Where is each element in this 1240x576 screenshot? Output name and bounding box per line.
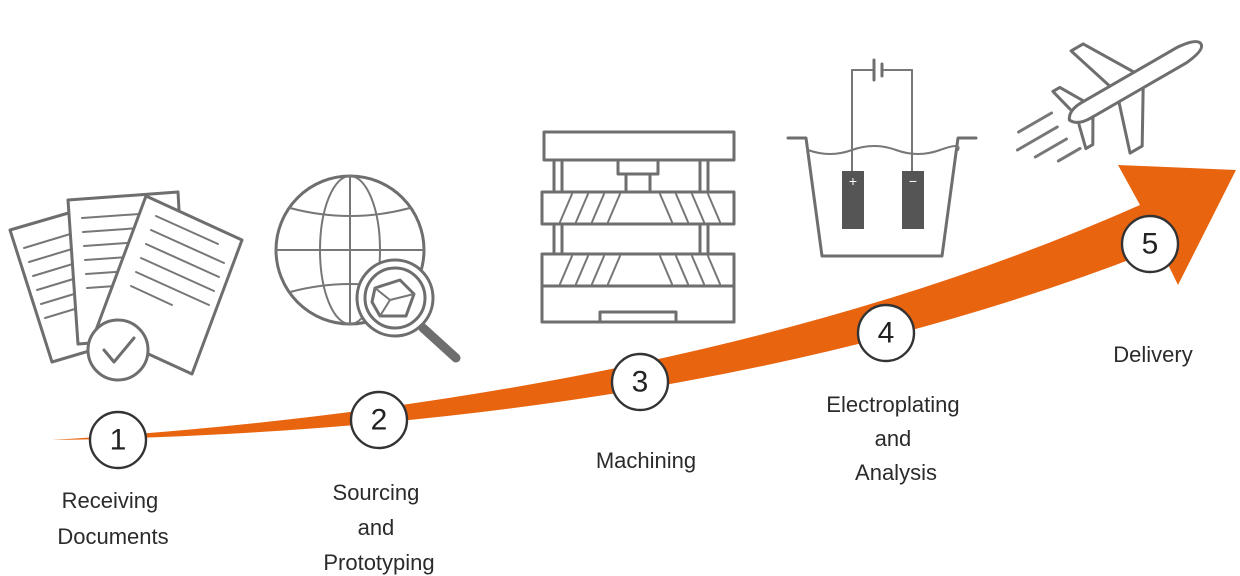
step-1: 1 Receiving Documents	[57, 410, 169, 549]
step-4-number: 4	[878, 317, 895, 350]
press-machine-icon	[540, 130, 736, 324]
step-5-circle	[1120, 214, 1180, 274]
documents-check-icon	[8, 190, 244, 382]
step-5-label-line-1: Delivery	[1113, 342, 1192, 367]
step-5: 5 Delivery	[1113, 214, 1193, 367]
step-3-label: Machining	[596, 448, 696, 473]
minus-sign: −	[909, 173, 917, 189]
plus-sign: +	[849, 173, 857, 189]
step-2-number: 2	[371, 404, 388, 437]
step-5-label: Delivery	[1113, 342, 1192, 367]
step-1-label-line-1: Receiving	[62, 488, 159, 513]
step-3-circle	[610, 352, 670, 412]
step-2-label-line-1: Sourcing	[333, 480, 420, 505]
step-2-label-line-2: and	[358, 515, 395, 540]
airplane-icon	[1015, 40, 1204, 163]
step-4: 4 Electroplating and Analysis	[826, 303, 965, 485]
electroplating-bath-icon: + −	[786, 58, 978, 258]
step-2: 2 Sourcing and Prototyping	[323, 390, 435, 575]
step-3-number: 3	[632, 366, 649, 399]
step-1-number: 1	[110, 424, 127, 457]
step-4-circle	[856, 303, 916, 363]
step-4-label-line-3: Analysis	[855, 460, 937, 485]
step-2-label-line-3: Prototyping	[323, 550, 434, 575]
step-1-label: Receiving Documents	[57, 488, 168, 549]
globe-magnifier-icon	[274, 174, 461, 363]
step-3-label-line-1: Machining	[596, 448, 696, 473]
step-4-label-line-1: Electroplating	[826, 392, 959, 417]
step-1-circle	[88, 410, 148, 470]
step-3: 3 Machining	[596, 352, 696, 473]
step-2-circle	[349, 390, 409, 450]
step-4-label-line-2: and	[875, 426, 912, 451]
step-5-number: 5	[1142, 228, 1159, 261]
step-2-label: Sourcing and Prototyping	[323, 480, 434, 575]
step-1-label-line-2: Documents	[57, 524, 168, 549]
step-4-label: Electroplating and Analysis	[826, 392, 965, 485]
